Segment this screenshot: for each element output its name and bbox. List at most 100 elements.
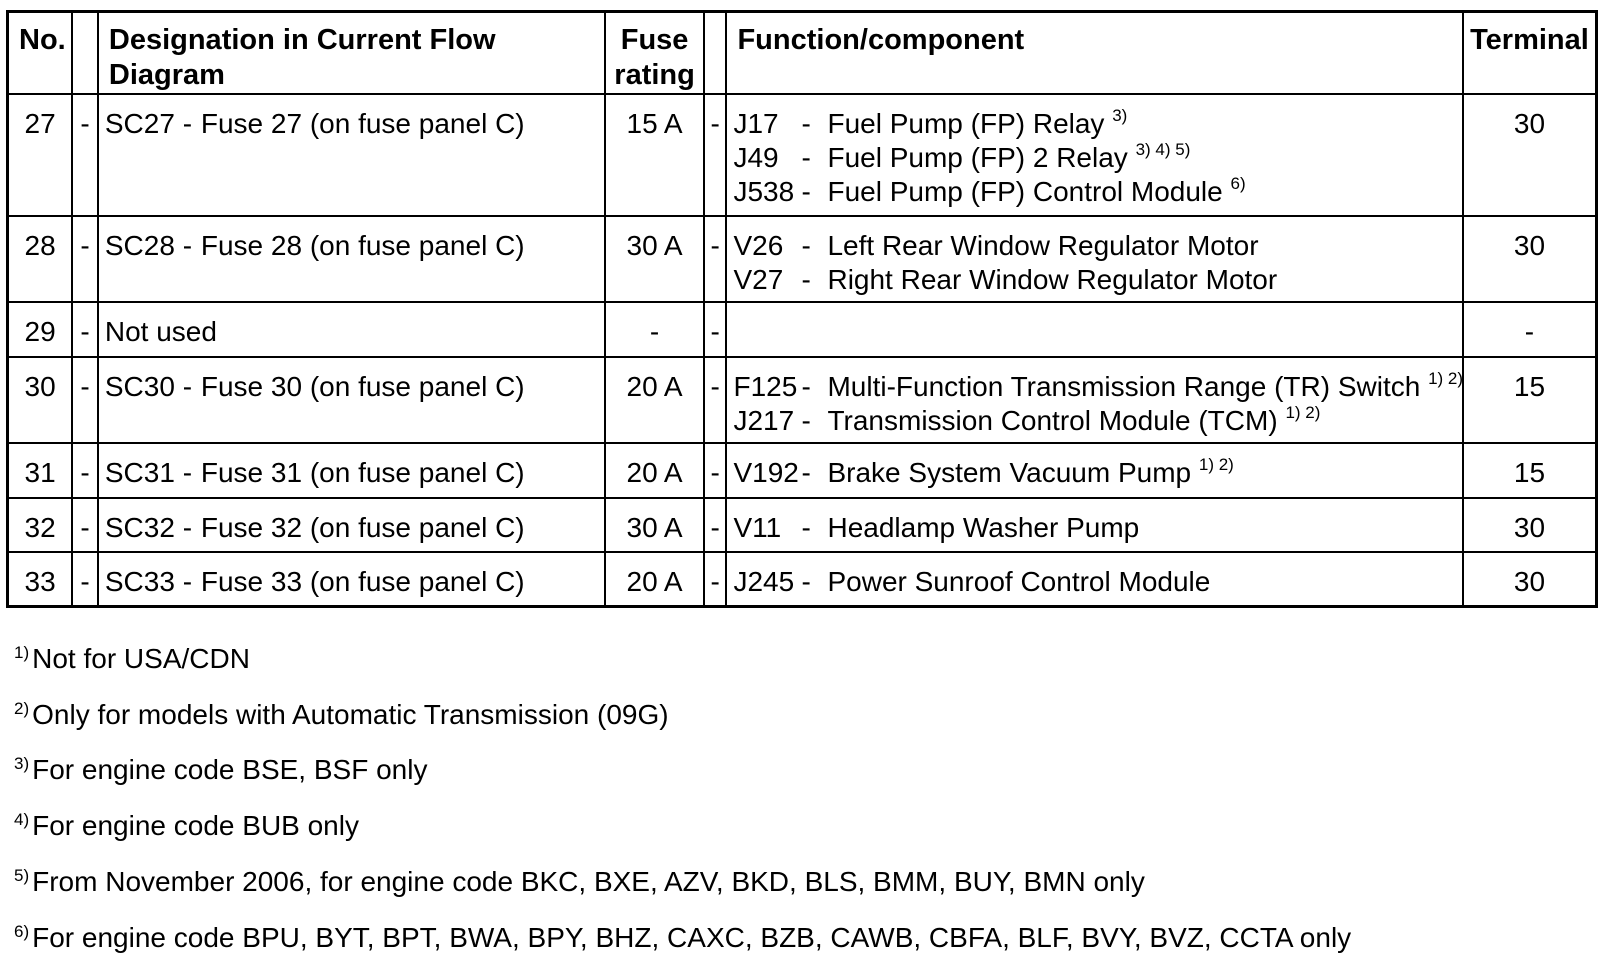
header-designation: Designation in Current Flow Diagram (96, 10, 607, 95)
row-fuse-rating: 30 A (604, 497, 705, 553)
footnote: 5)From November 2006, for engine code BK… (14, 851, 1351, 907)
row-dash: - (71, 442, 99, 499)
component-code: V27 (733, 264, 784, 295)
row-designation: Not used (96, 301, 607, 358)
component-separator: - (801, 176, 811, 207)
table-row: 33-SC33 -Fuse 33 (on fuse panel C)20 A-J… (6, 551, 1598, 607)
row-designation: SC28 -Fuse 28 (on fuse panel C) (96, 215, 607, 303)
footnote-mark: 6) (14, 921, 30, 941)
component-code: V26 (733, 230, 784, 261)
row-number: 30 (6, 356, 74, 444)
row-functions (725, 301, 1464, 358)
table-body: 27-SC27 -Fuse 27 (on fuse panel C)15 A-J… (6, 93, 1598, 607)
component-name: Left Rear Window Regulator Motor (827, 230, 1259, 261)
component-name: Multi-Function Transmission Range (TR) S… (827, 371, 1421, 402)
component-code: J217 (733, 405, 795, 436)
fuse-code: SC30 - (104, 371, 193, 402)
footnote-reference: 1) 2) (1285, 402, 1321, 422)
row-fuse-rating: 20 A (604, 356, 705, 444)
component-code: J49 (733, 142, 779, 173)
footnote-reference: 1) 2) (1428, 368, 1464, 388)
table-row: 30-SC30 -Fuse 30 (on fuse panel C)20 A-F… (6, 356, 1598, 444)
function-line: F125-Multi-Function Transmission Range (… (733, 368, 1464, 404)
footnote-mark: 1) (14, 643, 30, 662)
row-fuse-rating: 30 A (604, 215, 705, 303)
row-terminal: - (1461, 301, 1598, 358)
row-terminal: 30 (1461, 551, 1598, 607)
footnote-reference: 6) (1230, 173, 1246, 193)
component-separator: - (801, 512, 811, 543)
table-row: 27-SC27 -Fuse 27 (on fuse panel C)15 A-J… (6, 93, 1598, 217)
fuse-code: SC28 - (104, 230, 193, 261)
row-number: 31 (6, 442, 74, 499)
row-dash2: - (702, 356, 728, 444)
table-row: 31-SC31 -Fuse 31 (on fuse panel C)20 A-V… (6, 442, 1598, 499)
footnote-text: Not for USA/CDN (32, 643, 250, 674)
row-dash2: - (702, 442, 728, 499)
footnote: 1)Not for USA/CDN (14, 628, 1351, 684)
component-separator: - (801, 457, 811, 488)
header-dash2 (702, 10, 728, 95)
table-row: 28-SC28 -Fuse 28 (on fuse panel C)30 A-V… (6, 215, 1598, 303)
footnote: 2)Only for models with Automatic Transmi… (14, 684, 1351, 740)
function-line: J538-Fuel Pump (FP) Control Module 6) (733, 175, 1461, 209)
component-name: Brake System Vacuum Pump (827, 457, 1192, 488)
component-separator: - (801, 142, 811, 173)
row-terminal: 30 (1461, 93, 1598, 217)
function-line: V27-Right Rear Window Regulator Motor (733, 263, 1461, 297)
row-dash: - (71, 215, 99, 303)
header-fuse-rating-line1: Fuse (620, 24, 689, 56)
row-fuse-rating: 20 A (604, 442, 705, 499)
footnote-reference: 3) 4) 5) (1135, 139, 1191, 159)
row-designation: SC32 -Fuse 32 (on fuse panel C) (96, 497, 607, 553)
footnote-text: Only for models with Automatic Transmiss… (32, 698, 669, 730)
table-row: 29-Not used--- (6, 301, 1598, 358)
fuse-description: Fuse 30 (on fuse panel C) (200, 371, 525, 402)
row-number: 27 (6, 93, 74, 217)
component-name: Fuel Pump (FP) Relay (827, 108, 1105, 139)
row-designation: SC30 -Fuse 30 (on fuse panel C) (96, 356, 607, 444)
footnote-reference: 1) 2) (1198, 454, 1234, 474)
footnote: 4)For engine code BUB only (14, 795, 1351, 851)
component-separator: - (801, 230, 811, 261)
row-terminal: 15 (1461, 356, 1598, 444)
table-row: 32-SC32 -Fuse 32 (on fuse panel C)30 A-V… (6, 497, 1598, 553)
header-terminal: Terminal (1461, 10, 1598, 95)
row-fuse-rating: - (604, 301, 705, 358)
footnote-text: For engine code BUB only (32, 810, 359, 842)
component-separator: - (801, 108, 811, 139)
component-code: J538 (733, 176, 795, 207)
footnote-reference: 3) (1112, 105, 1128, 125)
function-line: V192-Brake System Vacuum Pump 1) 2) (733, 456, 1461, 490)
component-separator: - (801, 566, 811, 597)
header-function: Function/component (725, 10, 1464, 95)
footnote-text: From November 2006, for engine code BKC,… (32, 865, 1145, 897)
fuse-code: SC32 - (104, 512, 193, 543)
header-fuse-rating-line2: rating (614, 59, 695, 91)
row-dash: - (71, 497, 99, 553)
footnote-text: For engine code BSE, BSF only (32, 754, 428, 786)
header-fuse-rating: Fuse rating (604, 10, 705, 95)
fuse-description: Fuse 27 (on fuse panel C) (200, 108, 525, 139)
fuse-description: Fuse 32 (on fuse panel C) (200, 512, 525, 543)
row-functions: F125-Multi-Function Transmission Range (… (725, 356, 1464, 444)
row-functions: J17-Fuel Pump (FP) Relay 3)J49-Fuel Pump… (725, 93, 1464, 217)
fuse-code: SC33 - (104, 566, 193, 597)
component-name: Right Rear Window Regulator Motor (827, 264, 1278, 295)
row-dash: - (71, 93, 99, 217)
footnote-mark: 5) (14, 865, 30, 885)
component-name: Power Sunroof Control Module (827, 566, 1211, 597)
footnote-text: For engine code BPU, BYT, BPT, BWA, BPY,… (32, 921, 1352, 953)
function-line: J217-Transmission Control Module (TCM) 1… (733, 404, 1461, 438)
row-functions: V11-Headlamp Washer Pump (725, 497, 1464, 553)
component-code: V11 (733, 512, 782, 543)
component-code: V192 (733, 457, 799, 488)
fuse-table: No. Designation in Current Flow Diagram … (6, 10, 1598, 608)
fuse-description: Not used (104, 316, 217, 347)
row-number: 29 (6, 301, 74, 358)
footnote-mark: 2) (14, 698, 30, 718)
component-name: Fuel Pump (FP) Control Module (827, 176, 1223, 207)
function-line: V11-Headlamp Washer Pump (733, 511, 1461, 545)
